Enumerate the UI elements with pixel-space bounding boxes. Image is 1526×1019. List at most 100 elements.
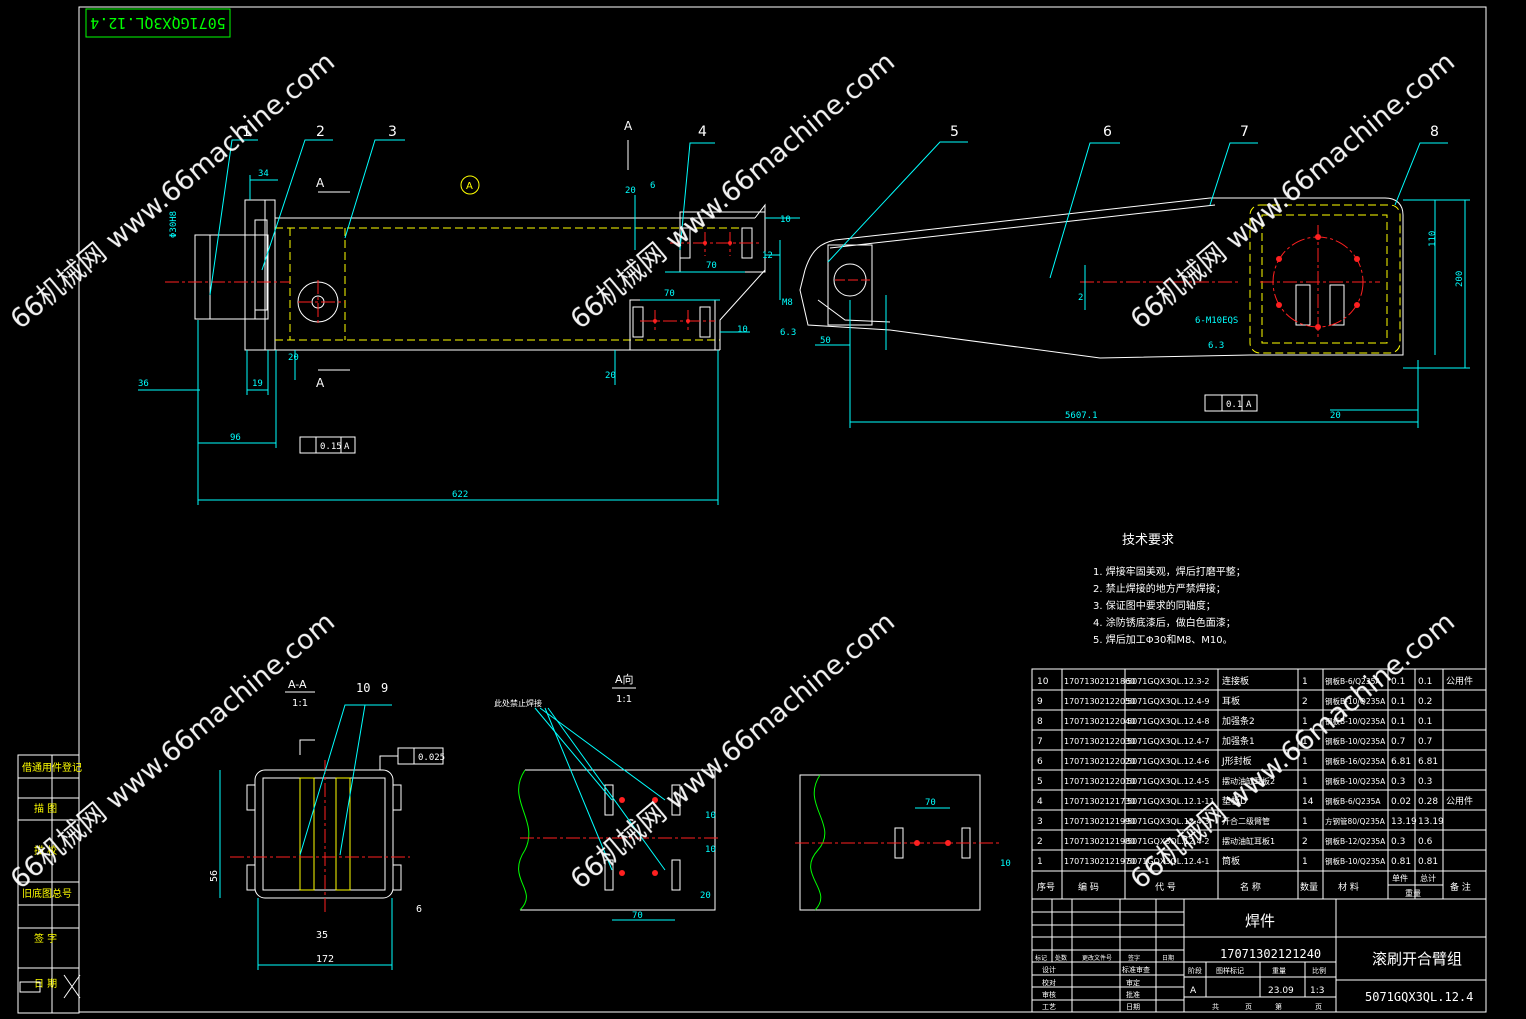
bom-cell: 0.7: [1418, 737, 1432, 747]
scale-header: 比例: [1312, 966, 1326, 975]
section-a-bottom: A: [316, 376, 325, 390]
bom-cell: 连接板: [1222, 675, 1249, 687]
label-date: 日期: [1162, 954, 1174, 962]
bom-cell: 17071302121860: [1064, 677, 1135, 686]
bom-cell: 垫板D: [1222, 795, 1247, 807]
balloon-4: 4: [698, 124, 707, 140]
bom-header: 单件: [1392, 873, 1408, 883]
frame-arrow: [19, 974, 81, 999]
balloon-7: 7: [1240, 124, 1249, 140]
bom-cell: 0.1: [1391, 697, 1405, 707]
dim-34: 34: [258, 169, 269, 179]
strip-label: 描 校: [34, 844, 57, 857]
bom-cell: 开合二级臂管: [1222, 816, 1270, 826]
label-count: 处数: [1055, 954, 1067, 962]
bom-cell: 钢板B-12/Q235A: [1325, 836, 1386, 846]
bom-cell: 摆动油缸耳板2: [1222, 776, 1275, 786]
bom-cell: 1: [1302, 757, 1308, 767]
drawing-number-stamp: 5071GQX3QL.12.4: [85, 8, 231, 38]
dim-6: 6: [650, 181, 655, 191]
dim-2: 2: [1078, 293, 1083, 303]
tolerance-text: 0.15 A 0.1 A 0.025: [320, 400, 1252, 763]
dim-50: 50: [820, 336, 831, 346]
bom-cell: 3: [1037, 817, 1043, 827]
view-a-text: 70 70 10 10 10 20: [632, 798, 1011, 921]
tol-datum-a2: A: [1246, 400, 1252, 410]
watermarks: 66机械网 www.66machine.com 66机械网 www.66mach…: [5, 46, 1461, 895]
bom-cell: 5071GQX3QL.12.4-8: [1127, 717, 1210, 726]
bom-header: 数量: [1300, 881, 1318, 893]
bom-cell: 5071GQX3QL.12.1-11: [1127, 797, 1215, 806]
dim-622: 622: [452, 490, 468, 500]
bom-row: 5 17071302122010 5071GQX3QL.12.4-5 摆动油缸耳…: [1037, 776, 1432, 787]
drawing-number: 5071GQX3QL.12.4: [1365, 990, 1473, 1004]
dim-10e: 10: [1000, 859, 1011, 869]
watermark: 66机械网 www.66machine.com: [565, 606, 901, 895]
part-leaders: [209, 139, 1448, 296]
dim-r63b: 6.3: [1208, 341, 1224, 351]
bom-cell: 1: [1302, 737, 1308, 747]
view-a-label: A向: [615, 672, 634, 686]
balloon-8: 8: [1430, 124, 1439, 140]
bom-table: [1031, 668, 1487, 900]
part-type: 焊件: [1245, 912, 1275, 930]
balloon-6: 6: [1103, 124, 1112, 140]
bom-cell: 13.19: [1418, 817, 1444, 827]
bom-cell: 5071GQX3QL.12.4-9: [1127, 697, 1210, 706]
stamp-text: 5071GQX3QL.12.4: [90, 14, 225, 32]
technical-requirements: 技术要求 1. 焊接牢固美观，焊后打磨平整； 2. 禁止焊接的地方严禁焊接； 3…: [1093, 533, 1246, 646]
balloon-3: 3: [388, 124, 397, 140]
balloon-2: 2: [316, 124, 325, 140]
bom-cell: 0.6: [1418, 837, 1433, 847]
bom-cell: 0.7: [1391, 737, 1405, 747]
bom-cell: 10: [1037, 677, 1049, 687]
dim-96: 96: [230, 433, 241, 443]
tech-note: 1. 焊接牢固美观，焊后打磨平整；: [1093, 565, 1246, 578]
tech-note: 5. 焊后加工Φ30和M8、M10。: [1093, 634, 1233, 646]
drawing-frame: [17, 6, 1487, 1014]
bom-cell: 钢板B-10/Q235A: [1325, 776, 1386, 786]
bom-cell: 17071302122040: [1064, 717, 1135, 726]
label-mark: 标记: [1035, 954, 1047, 962]
bom-cell: 6.81: [1418, 757, 1438, 767]
bom-cell: 加强条2: [1222, 715, 1255, 727]
bom-row: 4 17071302121730 5071GQX3QL.12.1-11 垫板D …: [1037, 795, 1473, 807]
bom-header: 重量: [1405, 888, 1421, 898]
tol-datum-a1: A: [344, 442, 350, 452]
strip-label: 借通用件登记: [22, 761, 82, 774]
dim-20d: 20: [700, 891, 711, 901]
right-arm-view: [799, 197, 1404, 359]
bom-cell: 5071GQX3QL.12.4-1: [1127, 857, 1210, 866]
bom-cell: 5071GQX3QL.12.4-6: [1127, 757, 1210, 766]
bom-cell: 6: [1037, 757, 1043, 767]
bom-rows: 10 17071302121860 5071GQX3QL.12.3-2 连接板 …: [1037, 675, 1473, 898]
bom-cell: 0.2: [1418, 697, 1432, 707]
bom-cell: 0.3: [1418, 777, 1432, 787]
part-balloons: 1 2 3 4 5 6 7 8: [242, 124, 1439, 140]
dim-70c: 70: [632, 911, 643, 921]
bom-header: 材 料: [1338, 881, 1359, 893]
weld-note: 此处禁止焊接: [494, 698, 542, 708]
label-doc: 更改文件号: [1082, 954, 1112, 962]
bom-cell: 钢板B-6/Q235A: [1325, 796, 1381, 806]
dim-10d: 10: [705, 845, 716, 855]
strip-label: 签 字: [34, 932, 57, 945]
bom-cell: 0.1: [1418, 717, 1432, 727]
sheets-page2: 页: [1315, 1003, 1322, 1011]
bom-cell: 公用件: [1446, 795, 1473, 807]
bom-cell: 6.81: [1391, 757, 1411, 767]
bom-cell: 17071302121980: [1064, 837, 1135, 846]
balloon-10: 10: [356, 681, 370, 695]
balloon-5: 5: [950, 124, 959, 140]
bom-cell: 0.81: [1391, 857, 1411, 867]
watermark: 66机械网 www.66machine.com: [1125, 46, 1461, 335]
bom-header: 代 号: [1155, 882, 1176, 893]
bom-row: 1 17071302121970 5071GQX3QL.12.4-1 筒板 1 …: [1037, 855, 1438, 867]
label-sign: 签字: [1128, 954, 1140, 962]
bom-cell: 钢板B-10/Q235A: [1325, 736, 1386, 746]
bom-cell: 2: [1302, 837, 1308, 847]
sheets-page: 页: [1245, 1003, 1252, 1011]
bom-cell: 钢板B-16/Q235A: [1325, 756, 1386, 766]
view-a-arrow: A: [624, 119, 633, 133]
dim-200: 200: [1455, 271, 1465, 287]
